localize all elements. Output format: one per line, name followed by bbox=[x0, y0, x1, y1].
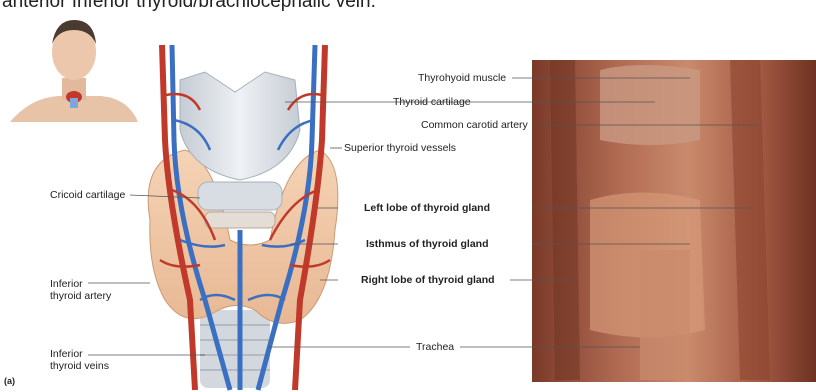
label-trachea: Trachea bbox=[416, 341, 454, 353]
header-caption-text: anterior Inferior thyroid/brachiocephali… bbox=[2, 0, 376, 13]
label-right-lobe-thyroid: Right lobe of thyroid gland bbox=[361, 274, 495, 286]
label-inferior-thyroid-veins-line2: thyroid veins bbox=[50, 360, 109, 372]
cadaver-dissection-photo bbox=[532, 60, 816, 382]
label-inferior-thyroid-artery-line2: thyroid artery bbox=[50, 290, 111, 302]
panel-letter: (a) bbox=[4, 376, 15, 386]
label-thyroid-cartilage: Thyroid cartilage bbox=[393, 96, 471, 108]
label-inferior-thyroid-artery-line1: Inferior bbox=[50, 278, 83, 290]
label-isthmus-thyroid: Isthmus of thyroid gland bbox=[366, 238, 489, 250]
label-cricoid-cartilage: Cricoid cartilage bbox=[50, 189, 125, 201]
label-left-lobe-thyroid: Left lobe of thyroid gland bbox=[364, 202, 490, 214]
label-common-carotid-artery: Common carotid artery bbox=[421, 119, 528, 131]
thyroid-illustration bbox=[148, 45, 338, 390]
label-thyrohyoid-muscle: Thyrohyoid muscle bbox=[418, 72, 506, 84]
label-superior-thyroid-vessels: Superior thyroid vessels bbox=[344, 142, 456, 154]
person-thumbnail-illustration bbox=[10, 20, 138, 122]
label-inferior-thyroid-veins-line1: Inferior bbox=[50, 348, 83, 360]
